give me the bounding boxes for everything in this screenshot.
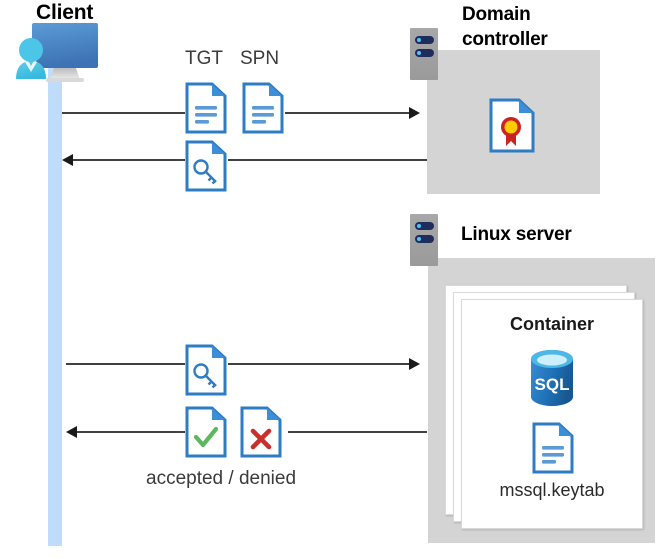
sql-database-icon: SQL [524, 348, 580, 413]
flow-linux-to-client-segment-left [77, 431, 185, 433]
flow-client-to-linux-segment-right [228, 363, 409, 365]
container-card-front: Container SQL [461, 299, 643, 529]
arrowhead-linux-to-client [66, 426, 77, 438]
tgt-document-icon [185, 82, 227, 134]
flow-client-to-dc-segment-right [285, 112, 409, 114]
keytab-document-icon [532, 422, 574, 479]
sql-database-label: SQL [535, 375, 570, 394]
tgt-label: TGT [185, 48, 223, 69]
linux-server-title: Linux server [461, 224, 572, 245]
keytab-filename-label: mssql.keytab [499, 480, 605, 500]
flow-dc-to-client-segment-left [73, 159, 185, 161]
server-rack-icon-linux [410, 214, 438, 266]
spn-document-icon [242, 82, 284, 134]
flow-dc-to-client-segment-right [228, 159, 427, 161]
arrowhead-dc-to-client [62, 154, 73, 166]
arrowhead-client-to-linux [409, 358, 420, 370]
spn-label: SPN [240, 48, 280, 69]
accepted-denied-caption: accepted / denied [146, 468, 297, 489]
client-title: Client [36, 1, 94, 24]
flow-linux-to-client-segment-right [288, 431, 427, 433]
server-rack-icon-domain-controller [410, 28, 438, 80]
domain-controller-title-line1: Domain [462, 4, 531, 25]
certificate-document-icon [489, 98, 535, 153]
denied-document-icon [240, 406, 282, 458]
domain-controller-title-line2: controller [462, 29, 548, 50]
domain-controller-title: Domain controller [462, 2, 642, 52]
container-title: Container [509, 314, 594, 334]
arrowhead-client-to-dc [409, 107, 420, 119]
flow-client-to-linux-segment-left [66, 363, 185, 365]
client-lifeline [48, 62, 62, 546]
flow-client-to-dc-segment-left [62, 112, 185, 114]
client-workstation-icon [6, 22, 116, 82]
accepted-document-icon [185, 406, 227, 458]
service-ticket-key-document-icon-1 [185, 140, 227, 192]
service-ticket-key-document-icon-2 [185, 344, 227, 396]
